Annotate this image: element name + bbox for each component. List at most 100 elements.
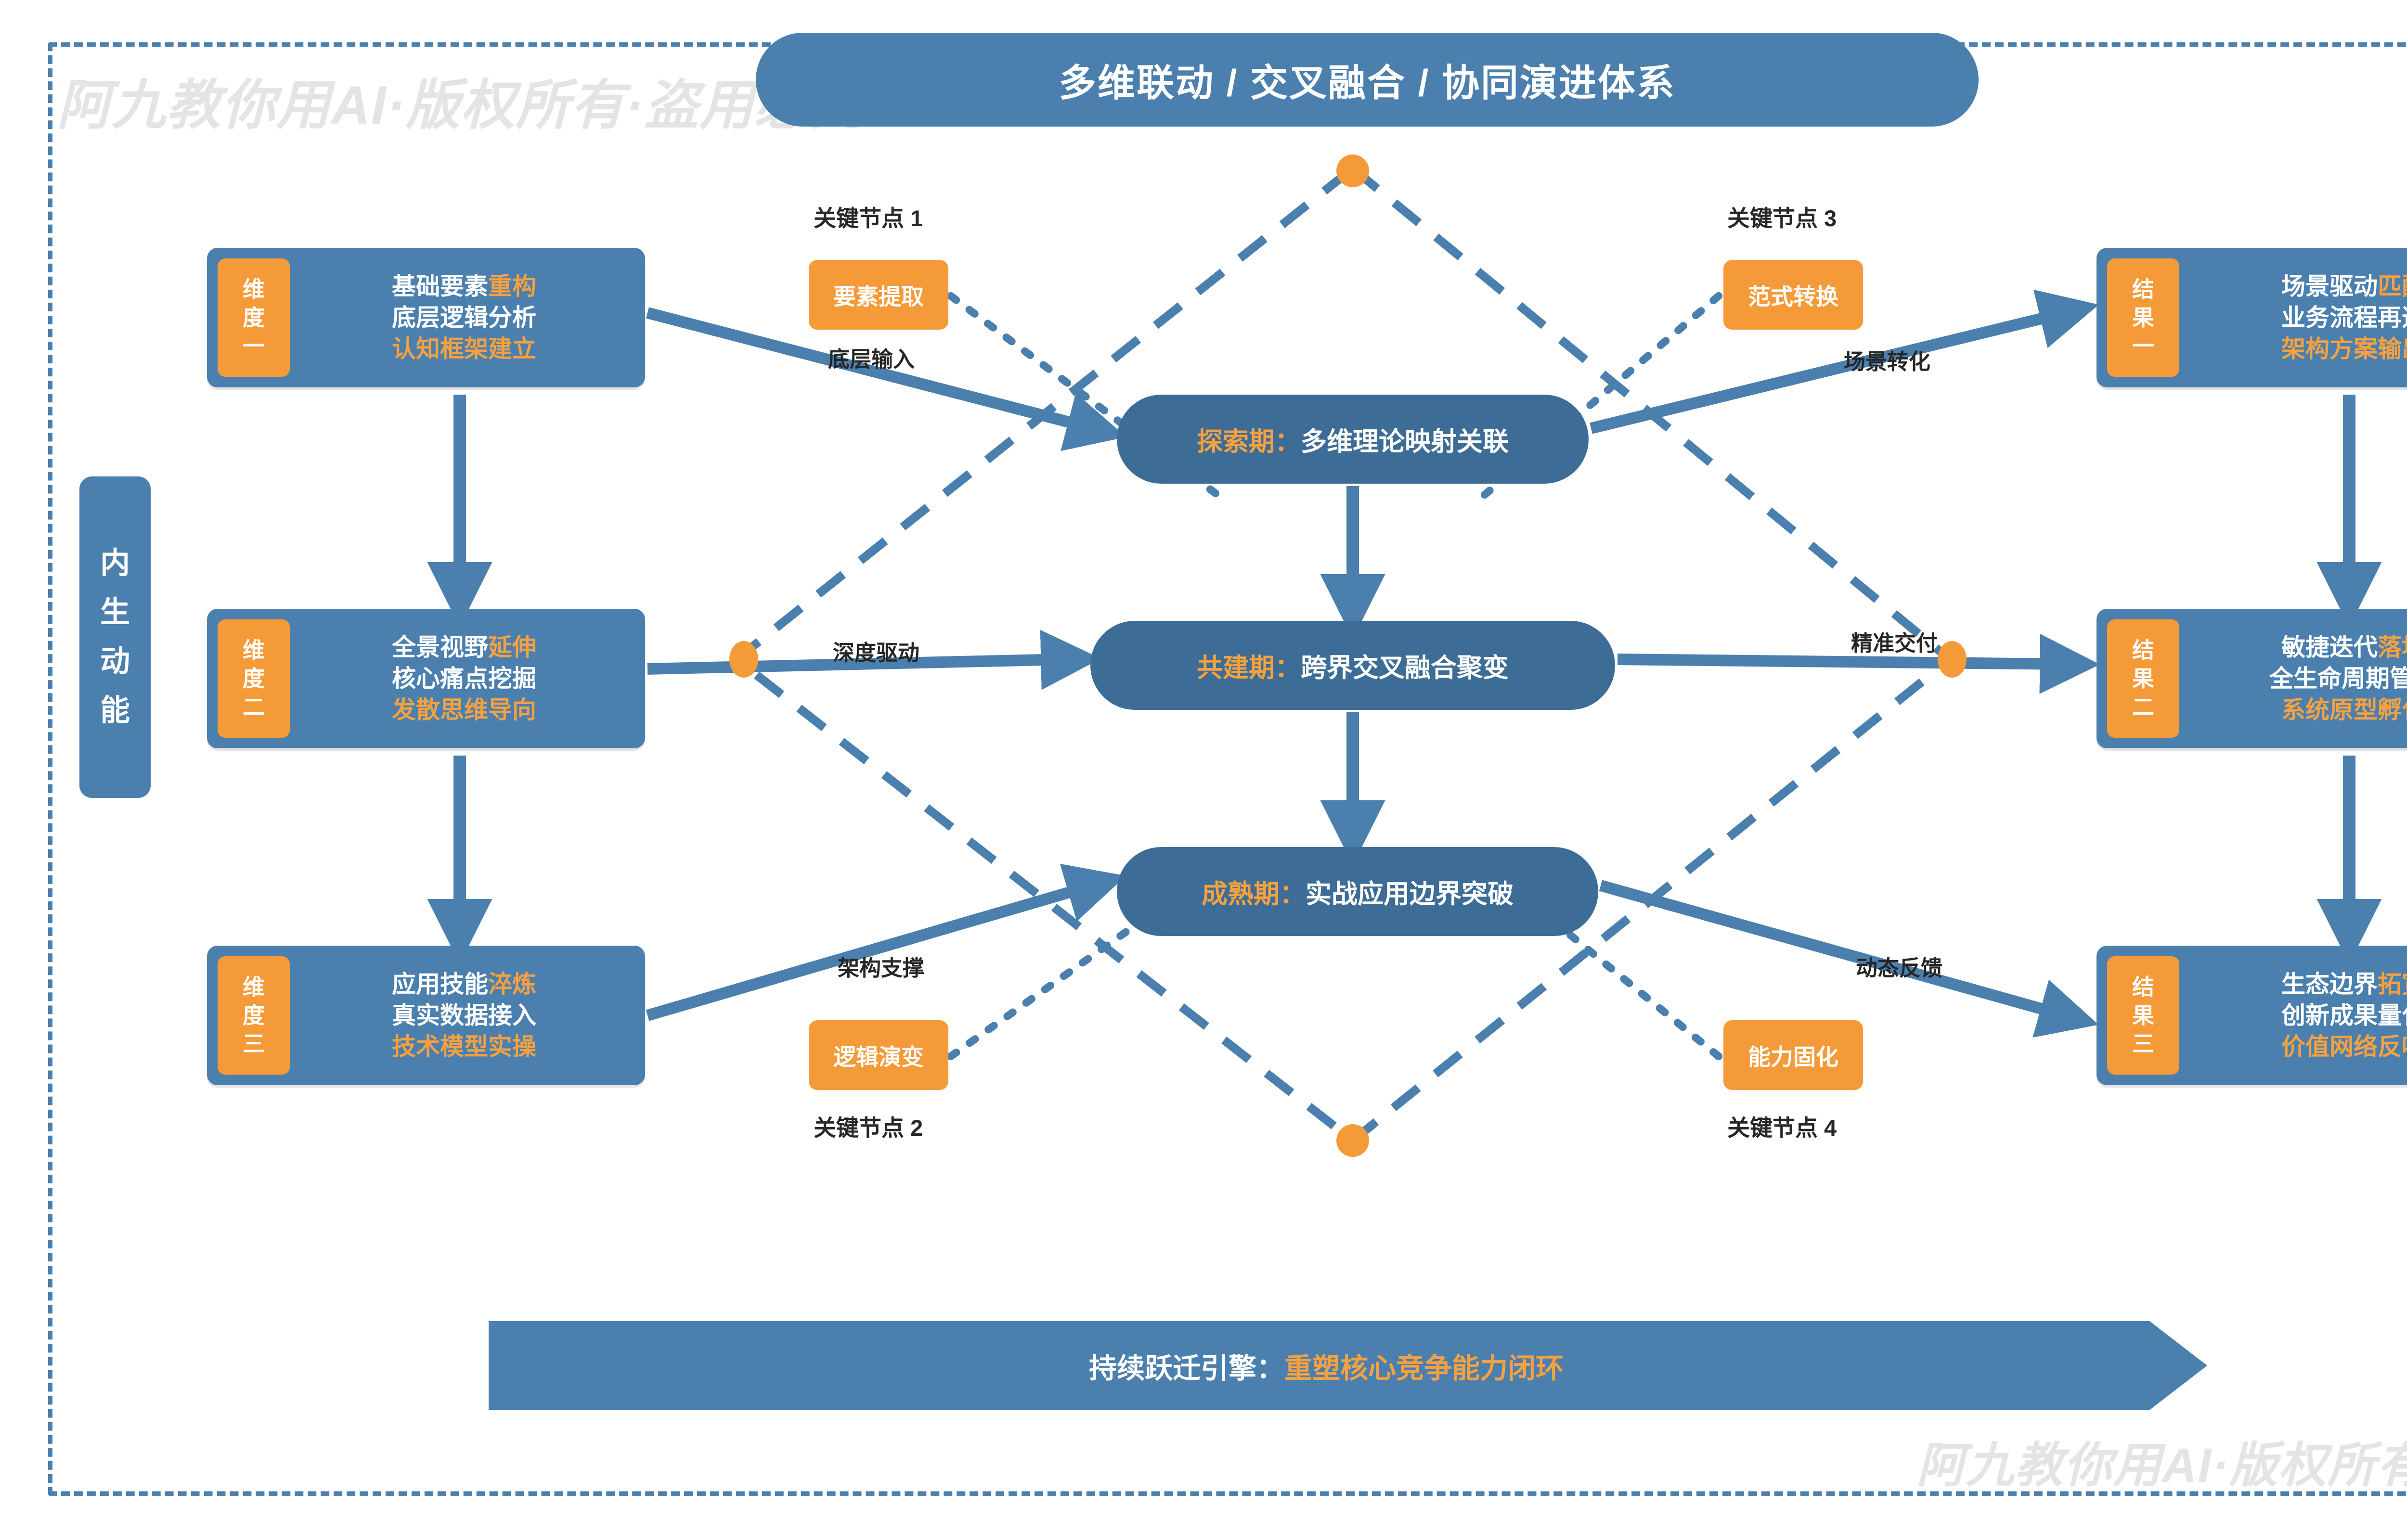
result-card-1[interactable]: 结 果 一 场景驱动匹配 业务流程再造 架构方案输出 xyxy=(2096,248,2407,387)
dimension-card-2[interactable]: 维 度 二 全景视野延伸 核心痛点挖掘 发散思维导向 xyxy=(207,609,645,748)
edge-label-precise-delivery: 精准交付 xyxy=(1851,631,1938,655)
dimension-1-tab-char-2: 一 xyxy=(243,334,265,359)
dimension-2-line-2: 发散思维导向 xyxy=(392,696,536,723)
result-2-tab: 结 果 二 xyxy=(2107,619,2179,738)
side-label-left: 内 生 动 能 xyxy=(79,476,151,798)
result-3-line-1: 创新成果量化 xyxy=(2281,1002,2407,1029)
result-2-line-2: 系统原型孵化 xyxy=(2281,696,2407,723)
phase-pill-2[interactable]: 共建期：跨界交叉融合聚变 xyxy=(1090,621,1615,710)
result-1-line-0: 场景驱动匹配 xyxy=(2281,273,2407,300)
edge-label-dynamic-feedback: 动态反馈 xyxy=(1856,956,1943,980)
side-left-char-0: 内 xyxy=(100,547,130,580)
watermark-top: 阿九教你用AI·版权所有·盗用必究 xyxy=(57,75,864,135)
phase-2-body: 跨界交叉融合聚变 xyxy=(1301,654,1509,682)
wire-dim1-phase1 xyxy=(646,307,1126,451)
wire-dim3-phase3 xyxy=(646,863,1126,1021)
phase-1-body: 多维理论映射关联 xyxy=(1301,427,1509,456)
dimension-3-line-2: 技术模型实操 xyxy=(392,1033,536,1060)
phase-2-prefix: 共建期： xyxy=(1197,654,1301,682)
result-2-lines: 敏捷迭代落地 全生命周期管理 系统原型孵化 xyxy=(2179,609,2407,748)
edge-label-deep-drive: 深度驱动 xyxy=(833,641,920,665)
result-3-line-0: 生态边界拓宽 xyxy=(2281,971,2407,998)
result-1-tab: 结 果 一 xyxy=(2107,258,2179,377)
page-title: 多维联动 / 交叉融合 / 协同演进体系 xyxy=(756,33,1979,127)
key-node-2-caption: 关键节点 2 xyxy=(814,1115,923,1141)
dimension-1-line-1: 底层逻辑分析 xyxy=(392,304,536,331)
dimension-3-tab-char-1: 度 xyxy=(243,1003,265,1028)
result-2-tab-char-0: 结 xyxy=(2132,638,2154,663)
junction-dot-top xyxy=(1336,154,1369,187)
dimension-1-lines: 基础要素重构 底层逻辑分析 认知框架建立 xyxy=(290,248,645,387)
result-2-line-1: 全生命周期管理 xyxy=(2269,665,2407,692)
key-node-4-chip[interactable]: 能力固化 xyxy=(1723,1020,1863,1090)
dimension-3-tab: 维 度 三 xyxy=(218,956,290,1075)
phase-pill-3[interactable]: 成熟期：实战应用边界突破 xyxy=(1117,847,1598,936)
side-left-char-1: 生 xyxy=(100,596,130,629)
result-1-tab-char-1: 果 xyxy=(2132,305,2154,330)
wire-dim2-phase2 xyxy=(647,629,1101,690)
result-3-tab: 结 果 三 xyxy=(2107,956,2179,1075)
dimension-card-1[interactable]: 维 度 一 基础要素重构 底层逻辑分析 认知框架建立 xyxy=(207,248,645,387)
edge-label-bottom-input: 底层输入 xyxy=(828,347,915,372)
key-node-3-chip[interactable]: 范式转换 xyxy=(1723,260,1863,330)
result-1-line-1: 业务流程再造 xyxy=(2281,304,2407,331)
dimension-2-line-0: 全景视野延伸 xyxy=(392,634,536,661)
phase-1-prefix: 探索期： xyxy=(1197,427,1301,456)
result-1-tab-char-0: 结 xyxy=(2132,277,2154,302)
junction-dot-left xyxy=(729,641,758,678)
dimension-3-tab-char-0: 维 xyxy=(243,975,265,1000)
result-3-line-2: 价值网络反哺 xyxy=(2281,1033,2407,1060)
dimension-1-tab-char-0: 维 xyxy=(243,277,265,302)
dimension-2-line-1: 核心痛点挖掘 xyxy=(392,665,536,692)
dimension-2-tab-char-0: 维 xyxy=(243,638,265,663)
phase-3-prefix: 成熟期： xyxy=(1202,880,1306,909)
result-2-tab-char-2: 二 xyxy=(2132,694,2154,719)
dimension-card-3[interactable]: 维 度 三 应用技能淬炼 真实数据接入 技术模型实操 xyxy=(207,946,645,1085)
result-1-lines: 场景驱动匹配 业务流程再造 架构方案输出 xyxy=(2179,248,2407,387)
result-card-2[interactable]: 结 果 二 敏捷迭代落地 全生命周期管理 系统原型孵化 xyxy=(2096,609,2407,748)
result-3-tab-char-0: 结 xyxy=(2132,975,2154,1000)
edge-label-scene-conversion: 场景转化 xyxy=(1844,349,1931,374)
dimension-1-tab: 维 度 一 xyxy=(218,258,290,377)
dimension-1-tab-char-1: 度 xyxy=(243,305,265,330)
key-node-2-chip[interactable]: 逻辑演变 xyxy=(809,1020,948,1090)
key-node-3-caption: 关键节点 3 xyxy=(1727,205,1837,231)
bottom-banner-arrow[interactable]: 持续跃迁引擎：重塑核心竞争能力闭环 xyxy=(489,1321,2207,1410)
result-card-3[interactable]: 结 果 三 生态边界拓宽 创新成果量化 价值网络反哺 xyxy=(2096,946,2407,1085)
bottom-banner-text: 持续跃迁引擎：重塑核心竞争能力闭环 xyxy=(1089,1346,1564,1386)
dimension-1-line-2: 认知框架建立 xyxy=(392,335,536,362)
dimension-2-lines: 全景视野延伸 核心痛点挖掘 发散思维导向 xyxy=(290,609,645,748)
wire-phase3-res3 xyxy=(1599,880,2099,1038)
result-3-tab-char-1: 果 xyxy=(2132,1003,2154,1028)
key-node-4-caption: 关键节点 4 xyxy=(1727,1115,1837,1141)
edge-label-arch-support: 架构支撑 xyxy=(838,956,925,980)
side-left-char-2: 动 xyxy=(100,645,130,678)
dimension-3-lines: 应用技能淬炼 真实数据接入 技术模型实操 xyxy=(290,946,645,1085)
result-2-line-0: 敏捷迭代落地 xyxy=(2281,634,2407,661)
wire-phase2-res2 xyxy=(1617,634,2100,694)
phase-pill-1[interactable]: 探索期：多维理论映射关联 xyxy=(1117,395,1589,484)
dimension-3-tab-char-2: 三 xyxy=(243,1031,265,1056)
result-3-lines: 生态边界拓宽 创新成果量化 价值网络反哺 xyxy=(2179,946,2407,1085)
dimension-2-tab-char-2: 二 xyxy=(243,694,265,719)
dimension-3-line-0: 应用技能淬炼 xyxy=(392,971,536,998)
dimension-2-tab-char-1: 度 xyxy=(243,666,265,691)
junction-dot-right xyxy=(1938,641,1967,678)
dimension-2-tab: 维 度 二 xyxy=(218,619,290,738)
watermark-bottom: 阿九教你用AI·版权所有·盗用必究 xyxy=(1916,1438,2407,1492)
result-1-line-2: 架构方案输出 xyxy=(2281,335,2407,362)
key-node-1-chip[interactable]: 要素提取 xyxy=(809,260,948,330)
result-1-tab-char-2: 一 xyxy=(2132,334,2154,359)
phase-3-body: 实战应用边界突破 xyxy=(1306,880,1514,909)
dimension-1-line-0: 基础要素重构 xyxy=(392,273,536,300)
result-3-tab-char-2: 三 xyxy=(2132,1031,2154,1056)
bottom-banner-prefix: 持续跃迁引擎： xyxy=(1088,1352,1284,1384)
wire-phase1-res1 xyxy=(1590,289,2099,434)
side-left-char-3: 能 xyxy=(100,694,130,727)
dimension-3-line-1: 真实数据接入 xyxy=(392,1002,536,1029)
key-node-1-caption: 关键节点 1 xyxy=(814,205,923,231)
junction-dot-bottom xyxy=(1336,1124,1369,1157)
bottom-banner-body: 重塑核心竞争能力闭环 xyxy=(1284,1352,1564,1384)
